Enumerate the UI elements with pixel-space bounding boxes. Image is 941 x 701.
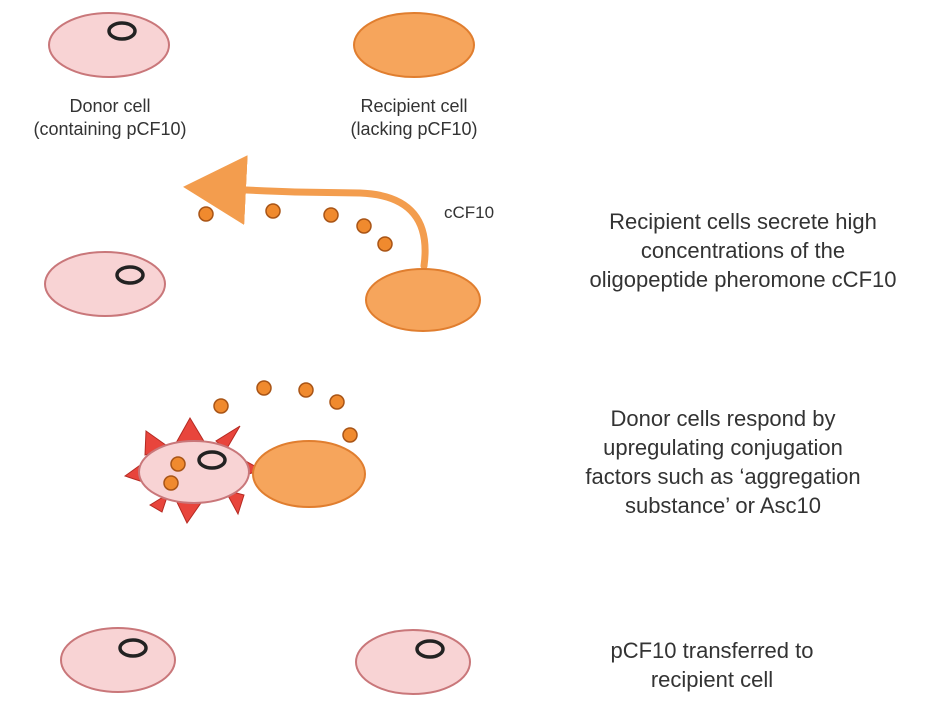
plasmid-ring-icon	[107, 21, 137, 41]
recipient-cell-label: Recipient cell (lacking pCF10)	[350, 96, 478, 139]
donor-cell-body	[60, 627, 176, 693]
pheromone-label: cCF10	[444, 203, 495, 222]
step1-donor-cell	[44, 251, 166, 317]
step2-recipient-cell	[252, 440, 366, 508]
plasmid-ring-icon	[115, 265, 145, 285]
pheromone-dot	[323, 207, 339, 223]
pheromone-dot	[329, 394, 345, 410]
donor-cell-body	[138, 440, 250, 504]
pheromone-dot	[342, 427, 358, 443]
step1-recipient-cell	[365, 268, 481, 332]
pheromone-dot	[377, 236, 393, 252]
pheromone-dot	[163, 475, 179, 491]
plasmid-ring-icon	[197, 450, 227, 470]
step2-description: Donor cells respond by upregulating conj…	[585, 406, 861, 518]
step3-description: pCF10 transferred to recipient cell	[610, 638, 814, 692]
step2-donor-cell	[138, 440, 250, 504]
step2-pheromone-dots	[163, 380, 358, 491]
plasmid-ring-icon	[118, 638, 148, 658]
donor-cell-body	[355, 629, 471, 695]
legend-recipient-cell	[353, 12, 475, 78]
pheromone-dot	[213, 398, 229, 414]
donor-cell-body	[48, 12, 170, 78]
pheromone-dot	[265, 203, 281, 219]
pheromone-dot	[198, 206, 214, 222]
donor-cell-label: Donor cell (containing pCF10)	[33, 96, 187, 139]
recipient-cell-body	[252, 440, 366, 508]
recipient-cell-body	[365, 268, 481, 332]
pheromone-dot	[356, 218, 372, 234]
step1-description: Recipient cells secrete high concentrati…	[589, 209, 897, 292]
pheromone-dot	[256, 380, 272, 396]
pheromone-dot	[170, 456, 186, 472]
step3-recipient-cell	[355, 629, 471, 695]
spike-icon	[175, 417, 206, 444]
step3-donor-cell	[60, 627, 176, 693]
recipient-cell-body	[353, 12, 475, 78]
legend-donor-cell	[48, 12, 170, 78]
secretion-arrow	[183, 155, 429, 270]
plasmid-ring-icon	[415, 639, 445, 659]
donor-cell-body	[44, 251, 166, 317]
pheromone-dot	[298, 382, 314, 398]
step1-pheromone-dots	[198, 203, 393, 252]
